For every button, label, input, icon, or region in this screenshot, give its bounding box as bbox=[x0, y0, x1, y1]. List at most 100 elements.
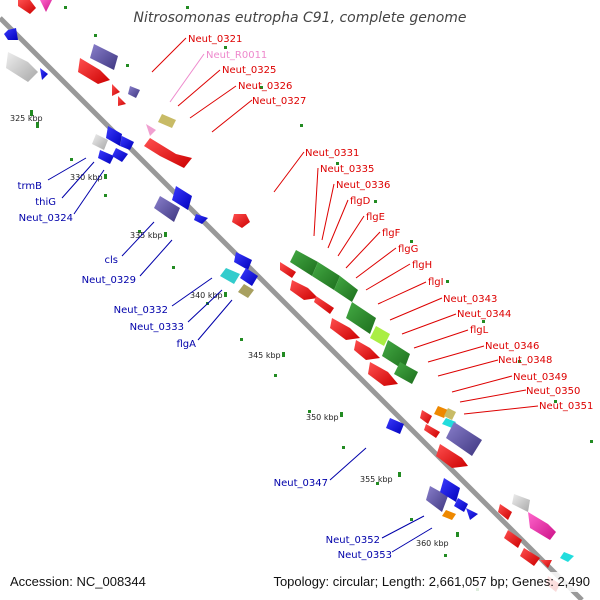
gene-label[interactable]: flgA bbox=[177, 339, 197, 350]
gene-feature bbox=[194, 214, 208, 224]
gene-label[interactable]: flgD bbox=[350, 196, 371, 207]
gene-label[interactable]: Neut_0321 bbox=[188, 34, 242, 45]
gene-feature bbox=[444, 408, 456, 420]
gene-label[interactable]: thiG bbox=[35, 197, 56, 208]
gene-label[interactable]: Neut_0349 bbox=[513, 372, 567, 383]
gene-label[interactable]: Neut_0333 bbox=[130, 322, 184, 333]
gene-feature bbox=[118, 96, 126, 106]
gene-feature bbox=[560, 552, 574, 562]
gene-feature bbox=[382, 340, 410, 370]
gene-label[interactable]: Neut_0335 bbox=[320, 164, 374, 175]
gene-feature bbox=[354, 340, 380, 360]
gene-label[interactable]: Neut_0326 bbox=[238, 81, 292, 92]
gene-label[interactable]: Neut_0353 bbox=[338, 550, 392, 561]
gene-feature bbox=[436, 444, 468, 468]
reverse-gene-labels: trmB thiG Neut_0324 cls Neut_0329 Neut_0… bbox=[18, 181, 392, 561]
gene-label[interactable]: flgE bbox=[366, 212, 385, 223]
gene-label[interactable]: Neut_0336 bbox=[336, 180, 390, 191]
gene-feature bbox=[454, 498, 468, 512]
gene-feature bbox=[440, 478, 460, 502]
gene-feature bbox=[106, 126, 122, 146]
gene-feature bbox=[520, 548, 540, 566]
label-connectors bbox=[47, 37, 539, 553]
gene-label[interactable]: flgH bbox=[412, 260, 432, 271]
gene-feature bbox=[368, 362, 398, 386]
gene-label[interactable]: Neut_0348 bbox=[498, 355, 552, 366]
gene-feature bbox=[98, 150, 114, 164]
gene-label[interactable]: Neut_0331 bbox=[305, 148, 359, 159]
gene-feature bbox=[498, 504, 512, 520]
gene-label[interactable]: Neut_0350 bbox=[526, 386, 580, 397]
gene-feature bbox=[424, 424, 440, 438]
gene-feature bbox=[112, 84, 120, 96]
gene-feature bbox=[234, 252, 252, 270]
kbp-tick-labels: 325 kbp 330 kbp 335 kbp 340 kbp 345 kbp … bbox=[10, 110, 459, 548]
gene-label[interactable]: Neut_R0011 bbox=[206, 50, 267, 61]
gene-feature bbox=[446, 422, 482, 456]
kbp-tick-label: 355 kbp bbox=[360, 475, 393, 484]
gene-feature bbox=[112, 148, 128, 162]
gene-feature bbox=[540, 560, 552, 568]
gene-feature bbox=[158, 114, 176, 128]
gene-label[interactable]: Neut_0347 bbox=[274, 478, 328, 489]
gene-label[interactable]: flgF bbox=[382, 228, 401, 239]
gene-feature bbox=[238, 284, 254, 298]
gene-label[interactable]: Neut_0343 bbox=[443, 294, 497, 305]
kbp-tick-label: 335 kbp bbox=[130, 231, 163, 240]
kbp-tick-label: 325 kbp bbox=[10, 114, 43, 123]
gene-label[interactable]: flgI bbox=[428, 277, 444, 288]
gene-feature bbox=[280, 262, 296, 278]
gene-feature bbox=[466, 508, 478, 520]
gene-feature bbox=[442, 510, 456, 520]
gene-feature bbox=[144, 138, 192, 168]
gene-label[interactable]: Neut_0332 bbox=[114, 305, 168, 316]
gene-label[interactable]: flgL bbox=[470, 325, 489, 336]
gene-feature bbox=[4, 28, 18, 40]
gene-feature bbox=[426, 486, 448, 512]
gene-feature bbox=[128, 86, 140, 98]
gene-feature bbox=[18, 0, 36, 14]
gene-label[interactable]: Neut_0346 bbox=[485, 341, 539, 352]
gene-label[interactable]: Neut_0327 bbox=[252, 96, 306, 107]
gene-feature bbox=[92, 134, 108, 150]
gene-label[interactable]: trmB bbox=[18, 181, 43, 192]
gene-feature bbox=[6, 52, 38, 82]
kbp-tick-label: 345 kbp bbox=[248, 351, 281, 360]
gene-feature bbox=[314, 296, 334, 314]
gene-feature bbox=[40, 68, 48, 80]
gene-label[interactable]: Neut_0324 bbox=[19, 213, 73, 224]
gene-label[interactable]: Neut_0352 bbox=[326, 535, 380, 546]
gene-label[interactable]: Neut_0325 bbox=[222, 65, 276, 76]
gene-feature bbox=[420, 410, 432, 424]
gene-feature bbox=[220, 268, 240, 284]
gene-feature bbox=[154, 196, 180, 222]
outer-tick-track bbox=[64, 6, 593, 443]
gene-label[interactable]: cls bbox=[105, 255, 119, 266]
gene-label[interactable]: Neut_0344 bbox=[457, 309, 511, 320]
gene-feature bbox=[232, 214, 250, 228]
kbp-tick-label: 340 kbp bbox=[190, 291, 223, 300]
gene-feature bbox=[290, 280, 318, 300]
kbp-tick-label: 360 kbp bbox=[416, 539, 449, 548]
accession-text: Accession: NC_008344 bbox=[10, 574, 146, 589]
forward-strand-genes-2 bbox=[90, 44, 482, 456]
gene-label[interactable]: Neut_0329 bbox=[82, 275, 136, 286]
gene-feature bbox=[386, 418, 404, 434]
gene-feature bbox=[290, 250, 318, 276]
kbp-tick-label: 350 kbp bbox=[306, 413, 339, 422]
reverse-strand-genes bbox=[4, 28, 478, 520]
gene-feature bbox=[528, 512, 556, 540]
gene-feature bbox=[334, 276, 358, 302]
gene-label[interactable]: flgG bbox=[398, 244, 418, 255]
map-title: Nitrosomonas eutropha C91, complete geno… bbox=[133, 10, 466, 26]
gene-feature bbox=[90, 44, 118, 70]
inner-tick-track bbox=[36, 122, 479, 591]
gene-feature bbox=[40, 0, 52, 12]
gene-feature bbox=[146, 124, 156, 136]
footer-backdrop bbox=[4, 572, 596, 592]
forward-gene-labels: Neut_0321 Neut_R0011 Neut_0325 Neut_0326… bbox=[188, 34, 593, 412]
gene-label[interactable]: Neut_0351 bbox=[539, 401, 593, 412]
gene-feature bbox=[120, 136, 134, 150]
gene-feature bbox=[78, 58, 110, 84]
gene-feature bbox=[172, 186, 192, 210]
